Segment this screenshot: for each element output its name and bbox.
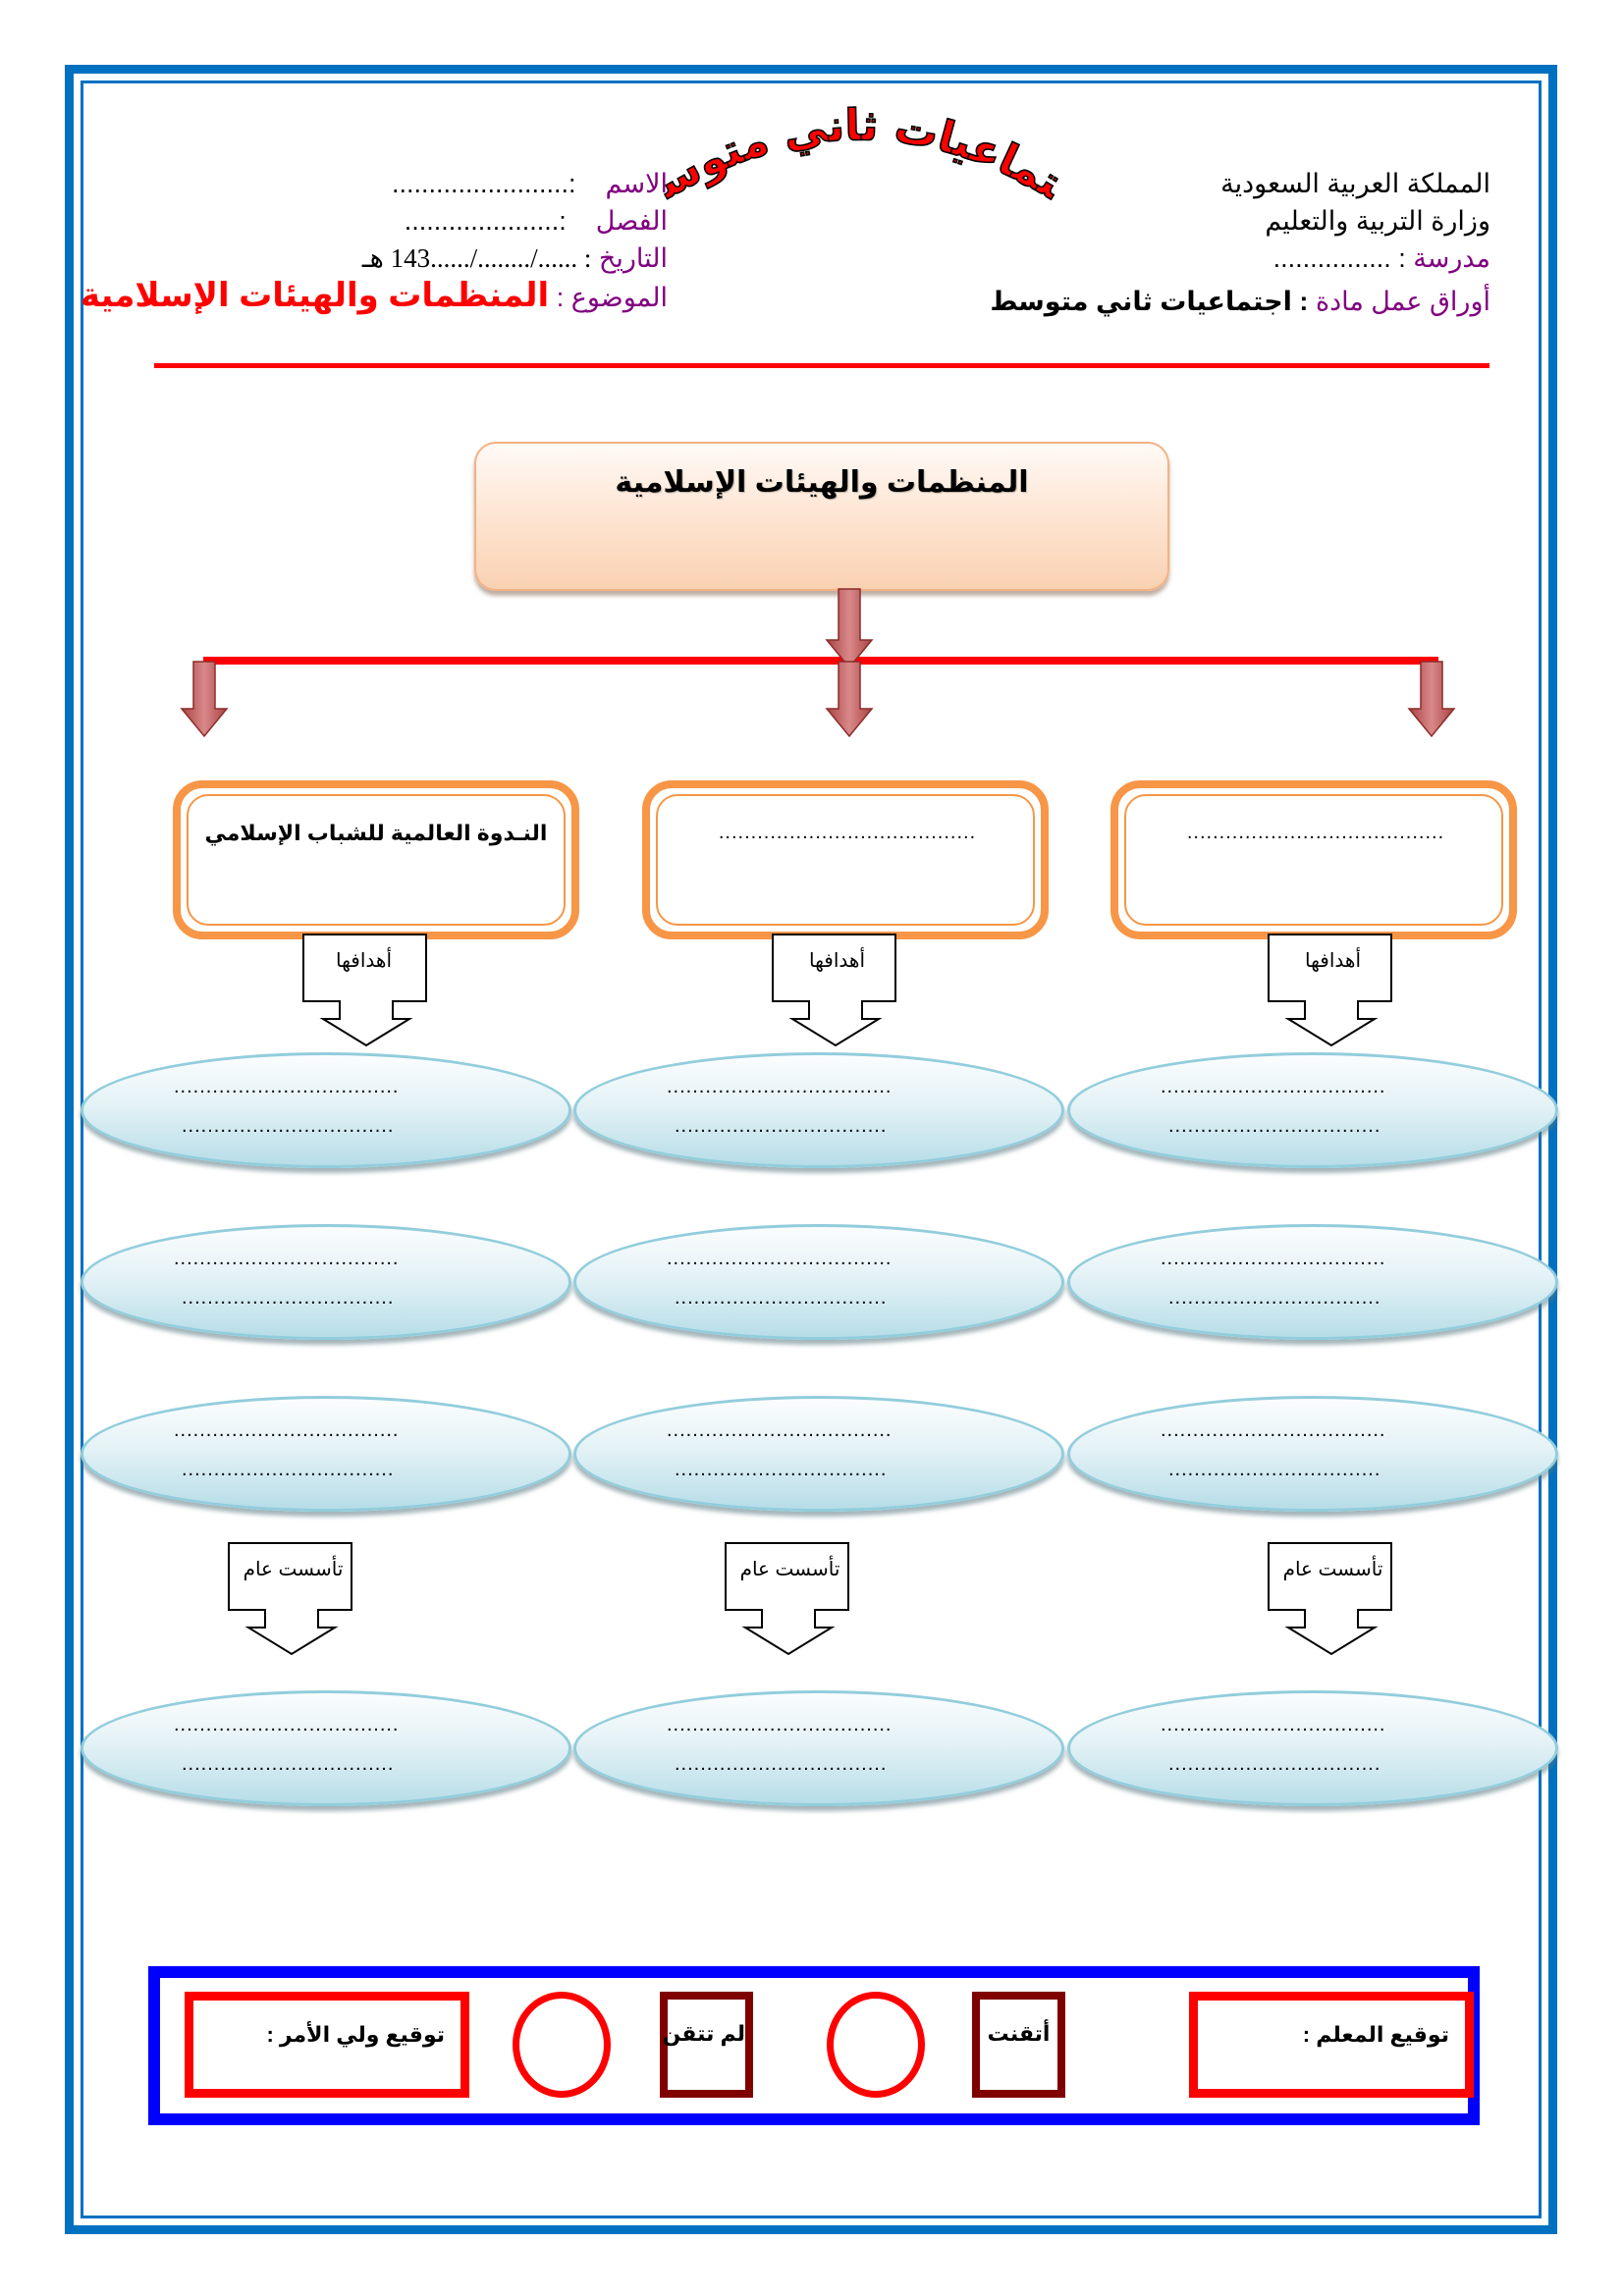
- teacher-signature-label: توقيع المعلم :: [1302, 2022, 1449, 2047]
- name-value[interactable]: :........................: [391, 169, 576, 198]
- date-value[interactable]: : ....../......../......143 هـ: [361, 243, 592, 273]
- goal-line[interactable]: .................................: [1168, 1116, 1381, 1136]
- goal-line[interactable]: .................................: [675, 1460, 888, 1479]
- header-student-info: الاسم :........................ الفصل :.…: [80, 165, 668, 316]
- worksheets-subject: أوراق عمل مادة : اجتماعيات ثاني متوسط: [990, 283, 1490, 320]
- organization-name-blank[interactable]: ........................................: [718, 822, 977, 843]
- founded-callout-3: تأسست عام: [1267, 1541, 1399, 1679]
- organization-box-2[interactable]: ........................................: [642, 780, 1049, 939]
- goal-line[interactable]: ...................................: [174, 1249, 400, 1268]
- guardian-signature-label: توقيع ولي الأمر :: [266, 2022, 445, 2047]
- founded-line[interactable]: .................................: [1168, 1754, 1381, 1774]
- goals-callout-1: أهدافها: [301, 933, 434, 1070]
- goal-line[interactable]: ...................................: [667, 1420, 893, 1440]
- root-topic-text: المنظمات والهيئات الإسلامية: [615, 466, 1029, 499]
- founded-line[interactable]: .................................: [675, 1754, 888, 1774]
- goal-ellipse[interactable]: ................................... ....…: [81, 1052, 571, 1168]
- header-divider: [154, 363, 1489, 368]
- not-mastered-box: لم تتقن: [660, 1992, 753, 2098]
- goal-line[interactable]: .................................: [675, 1116, 888, 1136]
- founded-label: تأسست عام: [1282, 1559, 1383, 1580]
- worksheets-label: أوراق عمل مادة: [1315, 287, 1490, 316]
- goal-ellipse[interactable]: ................................... ....…: [1067, 1396, 1558, 1512]
- mastered-label: أتقنت: [987, 2021, 1051, 2046]
- organization-box-1[interactable]: النـدوة العالمية للشباب الإسلامي: [173, 780, 579, 939]
- goal-line[interactable]: .................................: [675, 1288, 888, 1308]
- goal-line[interactable]: .................................: [182, 1288, 395, 1308]
- class-field[interactable]: الفصل :.....................: [236, 202, 668, 240]
- worksheets-value: : اجتماعيات ثاني متوسط: [990, 287, 1309, 316]
- subject-label: الموضوع: [570, 283, 668, 312]
- founded-ellipse[interactable]: ................................... ....…: [573, 1690, 1064, 1806]
- goal-ellipse[interactable]: ................................... ....…: [1067, 1224, 1558, 1340]
- goal-line[interactable]: ...................................: [1161, 1077, 1386, 1096]
- not-mastered-checkbox-circle[interactable]: [513, 1992, 611, 2098]
- goal-line[interactable]: ...................................: [1161, 1420, 1386, 1440]
- goal-line[interactable]: .................................: [182, 1460, 395, 1479]
- goals-callout-3: أهدافها: [1267, 933, 1399, 1070]
- goal-line[interactable]: .................................: [182, 1116, 395, 1136]
- founded-label: تأسست عام: [243, 1559, 344, 1580]
- goal-ellipse[interactable]: ................................... ....…: [81, 1224, 571, 1340]
- school-field[interactable]: مدرسة : ................: [990, 240, 1490, 277]
- founded-line[interactable]: .................................: [182, 1754, 395, 1774]
- founded-line[interactable]: ...................................: [174, 1715, 400, 1735]
- class-value[interactable]: :.....................: [404, 206, 567, 236]
- goals-label: أهدافها: [1304, 950, 1362, 972]
- horizontal-connector: [203, 657, 1438, 665]
- founded-callout-2: تأسست عام: [724, 1541, 856, 1679]
- goals-label: أهدافها: [808, 950, 866, 972]
- goal-line[interactable]: .................................: [1168, 1460, 1381, 1479]
- guardian-signature-box[interactable]: توقيع ولي الأمر :: [185, 1992, 469, 2098]
- founded-callout-1: تأسست عام: [227, 1541, 359, 1679]
- mastered-box: أتقنت: [972, 1992, 1065, 2098]
- organization-name: النـدوة العالمية للشباب الإسلامي: [204, 821, 548, 845]
- organization-name-blank[interactable]: ........................................: [1186, 822, 1445, 843]
- goal-line[interactable]: ...................................: [667, 1249, 893, 1268]
- goal-line[interactable]: ...................................: [667, 1077, 893, 1096]
- founded-ellipse[interactable]: ................................... ....…: [81, 1690, 571, 1806]
- class-label: الفصل: [595, 206, 668, 236]
- school-value[interactable]: : ................: [1272, 243, 1406, 273]
- mastered-checkbox-circle[interactable]: [827, 1992, 925, 2098]
- goals-callout-2: أهدافها: [771, 933, 903, 1070]
- goals-label: أهدافها: [335, 950, 393, 972]
- founded-label: تأسست عام: [739, 1559, 840, 1580]
- goal-line[interactable]: ...................................: [1161, 1249, 1386, 1268]
- subject-row: الموضوع : المنظمات والهيئات الإسلامية: [80, 277, 668, 314]
- goal-ellipse[interactable]: ................................... ....…: [573, 1052, 1064, 1168]
- teacher-signature-box[interactable]: توقيع المعلم :: [1189, 1992, 1474, 2098]
- subject-title: المنظمات والهيئات الإسلامية: [80, 277, 550, 314]
- date-field[interactable]: التاريخ : ....../......../......143 هـ: [236, 240, 668, 277]
- goal-ellipse[interactable]: ................................... ....…: [1067, 1052, 1558, 1168]
- goal-ellipse[interactable]: ................................... ....…: [573, 1396, 1064, 1512]
- date-label: التاريخ: [598, 243, 668, 273]
- kingdom-label: المملكة العربية السعودية: [1220, 169, 1490, 198]
- goal-ellipse[interactable]: ................................... ....…: [81, 1396, 571, 1512]
- not-mastered-label: لم تتقن: [662, 2021, 746, 2046]
- goal-line[interactable]: ...................................: [174, 1077, 400, 1096]
- school-label: مدرسة: [1413, 243, 1490, 273]
- page-border-outer: [65, 65, 1557, 2234]
- founded-ellipse[interactable]: ................................... ....…: [1067, 1690, 1558, 1806]
- ministry-label: وزارة التربية والتعليم: [1265, 206, 1490, 236]
- organization-box-3[interactable]: ........................................: [1110, 780, 1517, 939]
- goal-line[interactable]: .................................: [1168, 1288, 1381, 1308]
- page-border-inner: [81, 80, 1542, 2218]
- name-label: الاسم: [605, 169, 669, 198]
- founded-line[interactable]: ...................................: [1161, 1715, 1386, 1735]
- founded-line[interactable]: ...................................: [667, 1715, 893, 1735]
- root-topic-box: المنظمات والهيئات الإسلامية: [474, 442, 1169, 591]
- goal-ellipse[interactable]: ................................... ....…: [573, 1224, 1064, 1340]
- name-field[interactable]: الاسم :........................: [236, 165, 668, 202]
- goal-line[interactable]: ...................................: [174, 1420, 400, 1440]
- header-institution: المملكة العربية السعودية وزارة التربية و…: [990, 165, 1490, 320]
